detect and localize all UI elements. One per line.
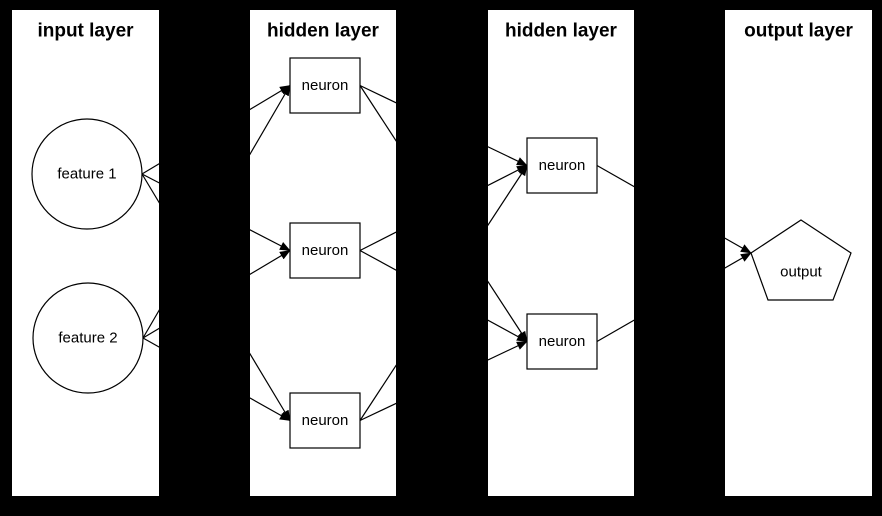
edge-h1n3-to-h2n1 [359,164,528,421]
node-label-h1n2: neuron [302,242,349,259]
node-h2n1 [526,137,598,194]
node-label-h1n3: neuron [302,412,349,429]
edge-h2n1-to-output [596,164,752,254]
edge-feature1-to-h1n3 [141,173,291,422]
node-label-feature2: feature 2 [58,330,117,347]
panel-title-hidden-layer-1: hidden layer [267,21,380,42]
node-h1n3 [289,392,361,449]
edge-h2n2-to-output [596,252,752,343]
node-feature1 [31,118,143,230]
panel-input-layer [12,10,159,496]
node-h2n2 [526,313,598,370]
node-label-output: output [780,264,823,281]
edge-h1n1-to-h2n1 [359,84,528,167]
panel-title-input-layer: input layer [37,21,134,42]
node-label-feature1: feature 1 [57,166,116,183]
edge-feature2-to-h1n1 [142,84,291,339]
node-h1n2 [289,222,361,279]
node-label-h2n2: neuron [539,333,586,350]
edge-feature1-to-h1n1 [141,84,291,175]
node-output [750,219,852,301]
edge-h1n1-to-h2n2 [359,85,528,343]
edge-h1n2-to-h2n2 [359,249,528,343]
edge-feature2-to-h1n3 [142,337,291,422]
edge-feature2-to-h1n2 [142,249,291,339]
node-label-h2n1: neuron [539,157,586,174]
node-label-h1n1: neuron [302,77,349,94]
panel-title-output-layer: output layer [744,21,853,42]
node-feature2 [32,282,144,394]
panel-title-hidden-layer-2: hidden layer [505,21,618,42]
node-h1n1 [289,57,361,114]
panel-hidden-layer-2 [488,10,634,496]
edge-h1n3-to-h2n2 [359,340,528,422]
edge-h1n2-to-h2n1 [359,164,528,252]
